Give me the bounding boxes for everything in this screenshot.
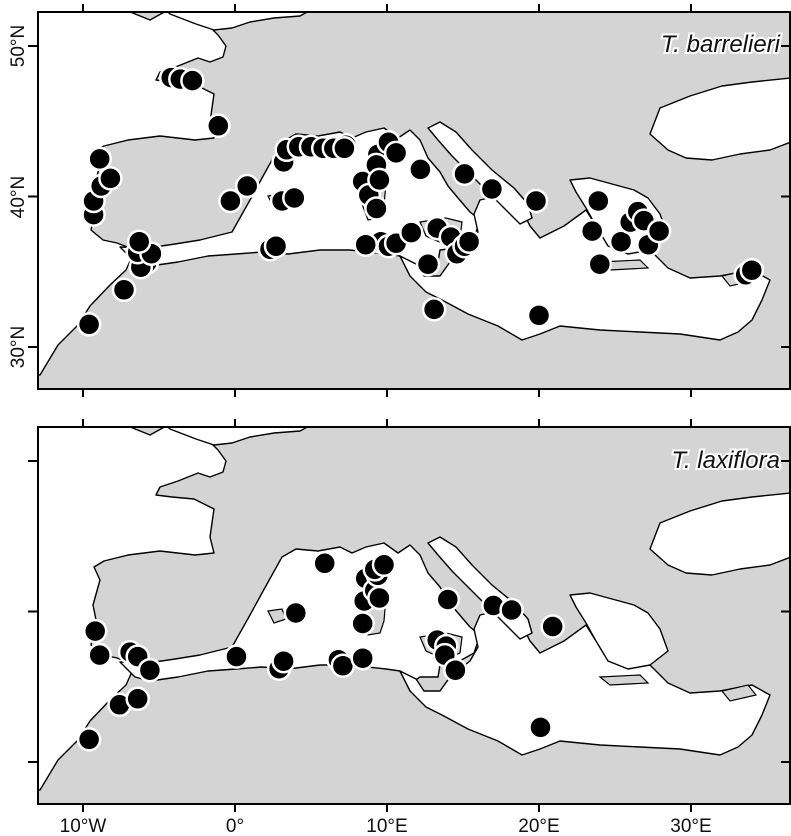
occurrence-point [350,645,375,671]
occurrence-point [371,552,397,578]
occurrence-point [87,146,112,172]
lon-tick-label-10e: 10°E [366,816,407,836]
occurrence-point [579,218,605,244]
occurrence-point [218,188,243,214]
occurrence-point [367,585,392,611]
occurrence-points [76,65,765,337]
occurrence-point [350,611,375,636]
occurrence-point [499,597,524,623]
occurrence-point [312,551,337,576]
map-panel-laxiflora: T. laxiflora [28,426,791,805]
occurrence-point [353,232,378,257]
occurrence-point [408,157,433,182]
occurrence-point [383,140,409,166]
occurrence-point [608,229,634,254]
lon-tick-label-20e: 20°E [518,816,559,836]
occurrence-point [367,167,392,193]
occurrence-point [180,68,205,93]
lon-tick-label-0: 0° [226,816,244,836]
occurrence-point [234,173,260,199]
species-label: T. barrelieri [661,31,781,58]
occurrence-point [646,218,672,244]
occurrence-point [364,196,389,221]
occurrence-point [526,303,552,328]
occurrence-point [540,614,565,639]
map-panel-barrelieri: T. barrelieri 50°N 40°N 30°N [8,11,791,390]
occurrence-point [421,297,447,322]
occurrence-point [586,188,611,214]
occurrence-point [456,229,482,254]
occurrence-point [82,618,108,644]
lat-tick-label-50n: 50°N [8,25,29,67]
occurrence-point [87,642,112,668]
occurrence-point [76,727,102,752]
occurrence-points [76,551,565,752]
lon-tick-labels: 10°W 0° 10°E 20°E 30°E [60,816,712,836]
panel-frame [37,11,791,390]
occurrence-point [479,176,505,202]
panel-frame [37,426,791,805]
occurrence-point [206,113,231,139]
lat-ticks [28,460,790,763]
occurrence-point [125,686,150,712]
occurrence-point [283,600,309,626]
lon-ticks [82,4,692,812]
occurrence-point [111,277,137,303]
lat-tick-label-40n: 40°N [8,176,29,218]
occurrence-point [523,188,549,214]
occurrence-point [271,648,296,674]
occurrence-point [739,257,765,283]
occurrence-point [587,251,613,277]
species-label: T. laxiflora [672,447,781,474]
occurrence-point [443,657,468,683]
lon-tick-label-30e: 30°E [670,816,711,836]
occurrence-point [452,161,477,187]
lat-tick-label-30n: 30°N [8,326,29,368]
lon-tick-label-10w: 10°W [60,816,107,836]
occurrence-point [76,312,102,337]
occurrence-point [263,233,289,259]
occurrence-point [126,229,152,254]
occurrence-point [224,644,249,669]
occurrence-point [399,220,424,245]
occurrence-point [415,251,441,277]
occurrence-point [435,587,461,612]
occurrence-point [282,185,307,211]
occurrence-point [137,657,163,683]
lat-ticks [28,45,790,348]
occurrence-point [528,715,553,740]
occurrence-point [332,136,357,161]
occurrence-point [98,166,123,191]
